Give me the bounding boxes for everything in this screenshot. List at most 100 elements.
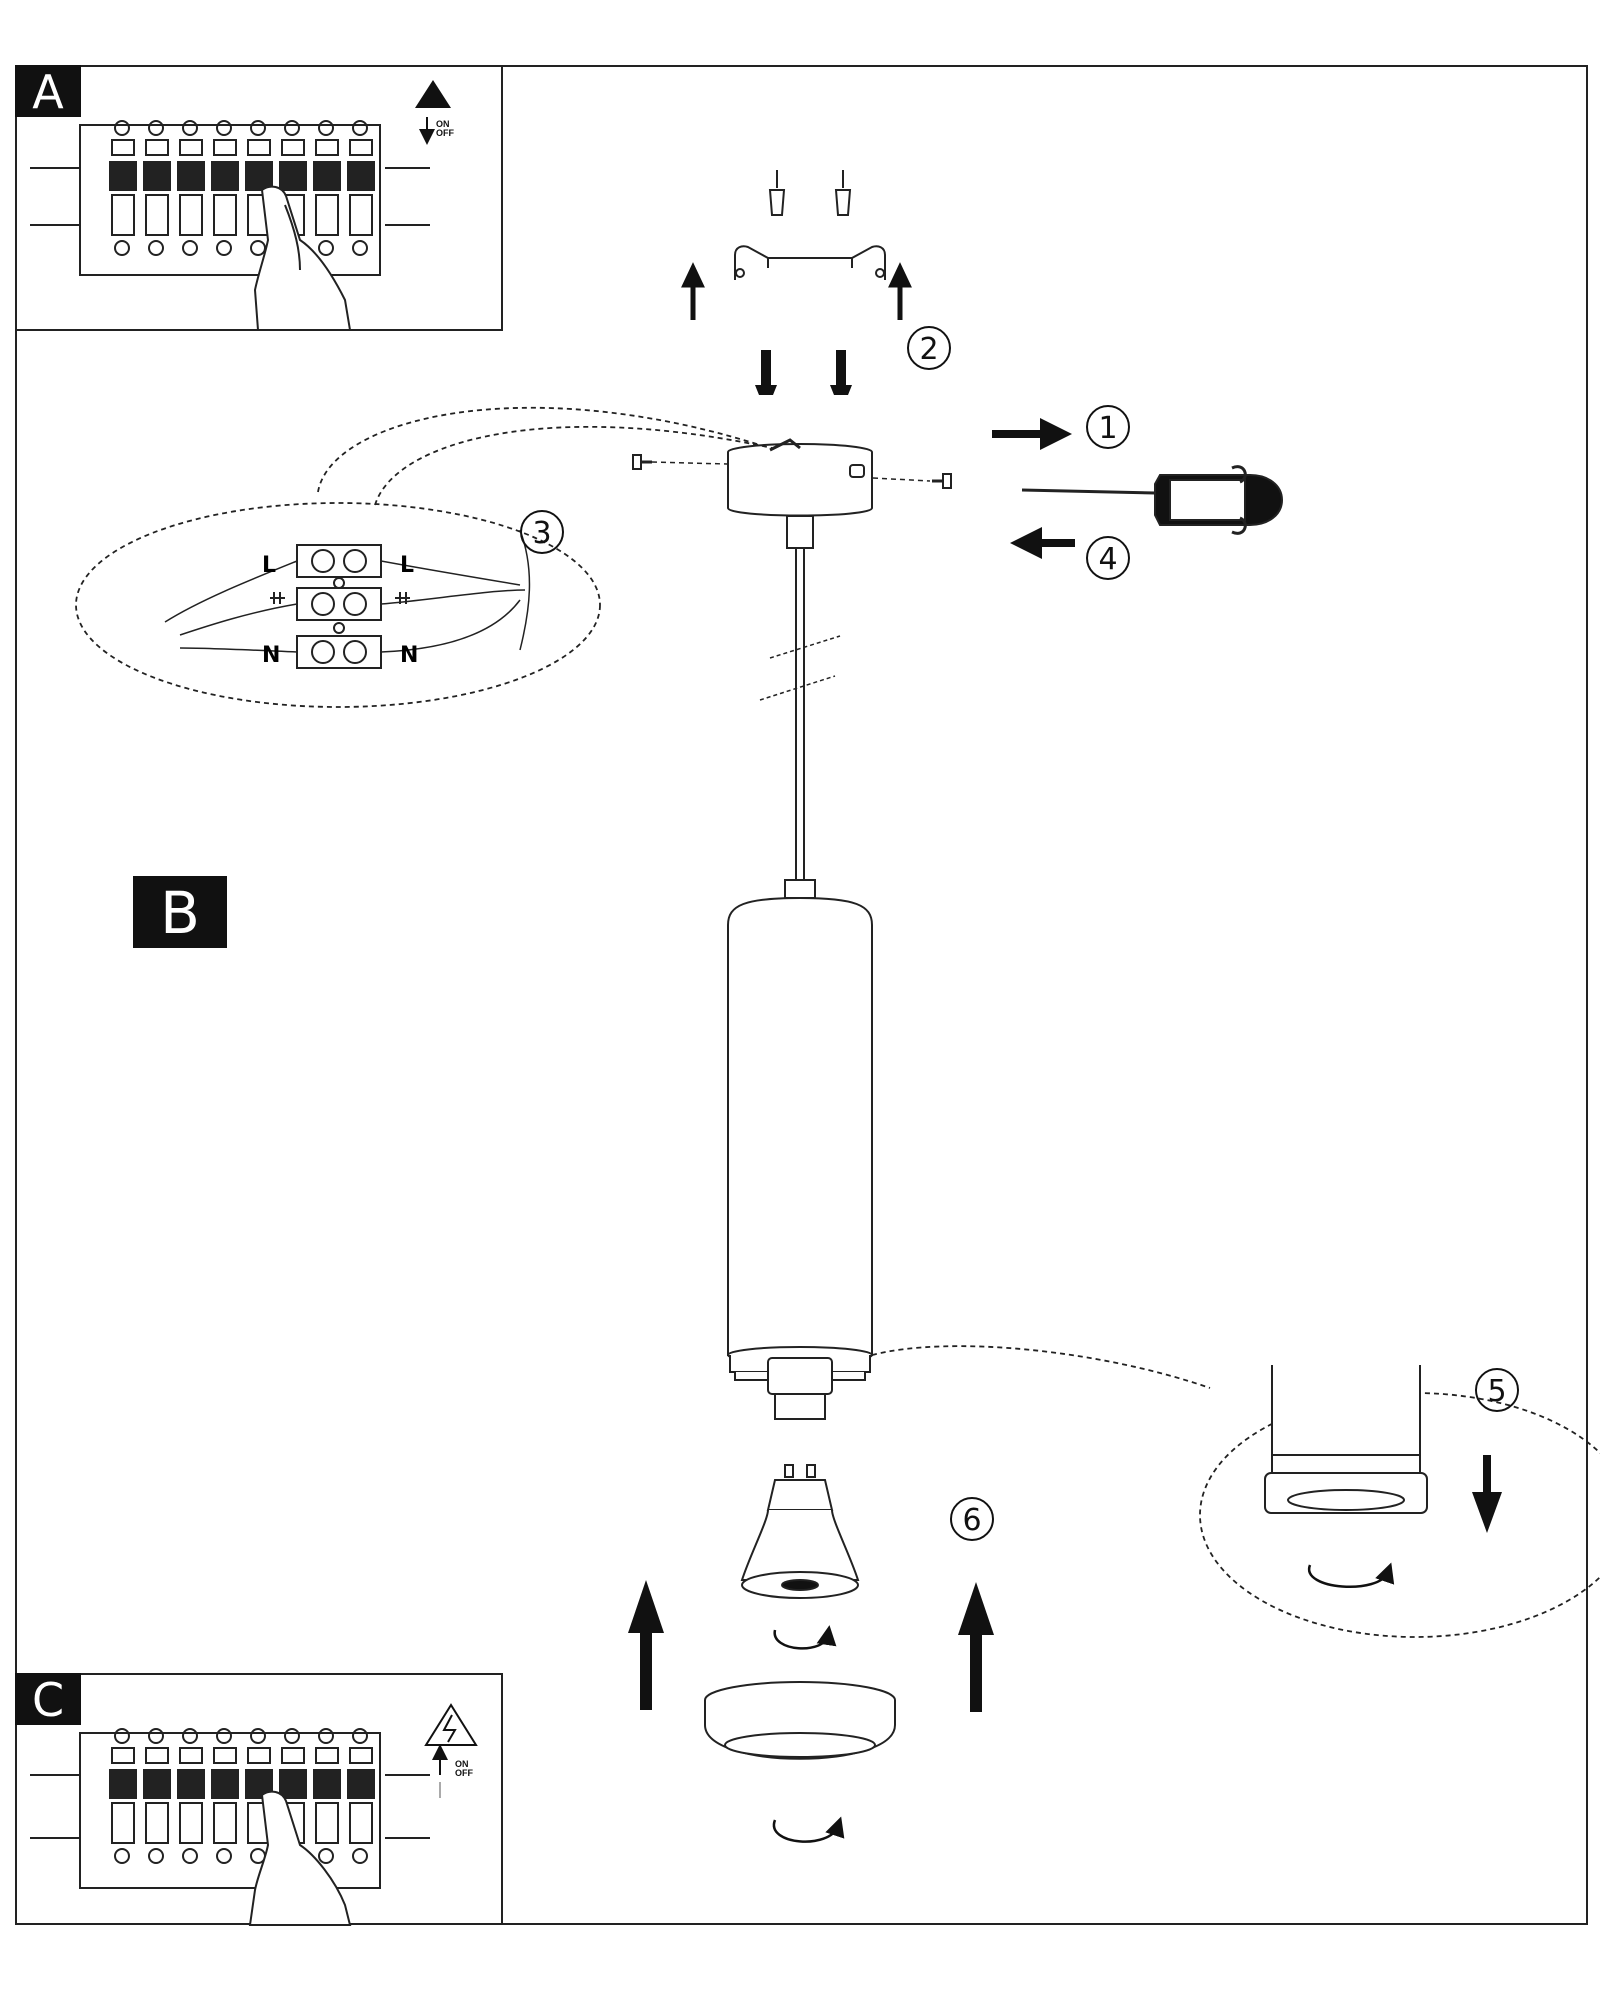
rotate-icon	[1308, 1562, 1395, 1588]
breaker-switch	[143, 1769, 171, 1799]
breaker-module	[179, 194, 203, 236]
breaker-module	[315, 194, 339, 236]
breaker-switch	[211, 161, 239, 191]
suspension-cable	[795, 548, 805, 880]
arrow-down-icon	[1472, 1455, 1502, 1533]
breaker-screw	[318, 120, 334, 136]
breaker-switch	[245, 161, 273, 191]
breaker-switch	[279, 1769, 307, 1799]
gu10-bulb	[740, 1464, 860, 1599]
breaker-module	[111, 139, 135, 156]
breaker-switch	[177, 161, 205, 191]
step-3-label: 3	[520, 510, 564, 554]
step-6-label: 6	[950, 1497, 994, 1541]
breaker-module	[349, 1747, 373, 1764]
breaker-panel-a	[30, 120, 430, 276]
breaker-screw	[216, 120, 232, 136]
neutral-label-left: N	[262, 643, 280, 668]
breaker-module	[213, 194, 237, 236]
cable-break-mark	[759, 635, 841, 701]
breaker-module	[145, 194, 169, 236]
breaker-screw	[148, 120, 164, 136]
arrow-right-icon	[992, 418, 1072, 450]
breaker-module	[145, 139, 169, 156]
breaker-module	[179, 139, 203, 156]
panel-a-on-label: ON	[436, 119, 450, 129]
breaker-module	[213, 139, 237, 156]
breaker-module	[281, 139, 305, 156]
lamp-body	[727, 879, 873, 1420]
screw-icon	[755, 350, 852, 395]
breaker-module	[349, 139, 373, 156]
arrow-left-icon	[1010, 527, 1075, 559]
breaker-module	[179, 1747, 203, 1764]
panel-c-on-label: ON	[455, 1759, 469, 1769]
terminal-block	[296, 544, 382, 669]
breaker-module	[247, 139, 271, 156]
ring-detail-callout	[871, 1345, 1600, 1638]
lamp-body-detail	[1264, 1365, 1428, 1514]
live-label-right: L	[400, 553, 414, 578]
breaker-module	[179, 1802, 203, 1844]
panel-b-tag: B	[133, 876, 227, 948]
breaker-switch	[177, 1769, 205, 1799]
breaker-screw	[114, 120, 130, 136]
breaker-screw	[250, 1728, 266, 1744]
breaker-switch	[279, 161, 307, 191]
warning-triangle-icon	[415, 80, 451, 145]
breaker-screw	[352, 120, 368, 136]
breaker-module	[349, 1802, 373, 1844]
breaker-module	[213, 1747, 237, 1764]
breaker-screw	[216, 240, 232, 256]
panel-c-off-label: OFF	[455, 1768, 473, 1778]
breaker-screw	[318, 240, 334, 256]
breaker-screw	[352, 1848, 368, 1864]
breaker-switch	[347, 161, 375, 191]
breaker-screw	[148, 1848, 164, 1864]
breaker-screw	[284, 120, 300, 136]
rotate-icon	[772, 1816, 845, 1843]
breaker-screw	[216, 1728, 232, 1744]
breaker-module	[111, 1747, 135, 1764]
breaker-screw	[182, 240, 198, 256]
panel-a-tag: A	[15, 65, 81, 119]
step-4-label: 4	[1086, 536, 1130, 580]
breaker-switch	[211, 1769, 239, 1799]
breaker-module	[111, 194, 135, 236]
breaker-screw	[114, 1848, 130, 1864]
breaker-switch	[313, 1769, 341, 1799]
breaker-module	[315, 1802, 339, 1844]
breaker-screw	[182, 1848, 198, 1864]
ceiling-canopy	[727, 438, 873, 549]
breaker-screw	[182, 120, 198, 136]
ground-icon	[270, 592, 410, 604]
breaker-module	[247, 1747, 271, 1764]
breaker-screw	[284, 1728, 300, 1744]
breaker-module	[213, 1802, 237, 1844]
breaker-module	[315, 139, 339, 156]
breaker-switch	[245, 1769, 273, 1799]
breaker-screw	[250, 240, 266, 256]
breaker-screw	[216, 1848, 232, 1864]
side-screw-icon	[632, 454, 952, 489]
breaker-screw	[352, 240, 368, 256]
breaker-switch	[109, 1769, 137, 1799]
step-2-label: 2	[907, 326, 951, 370]
breaker-module	[145, 1802, 169, 1844]
lightning-warning-icon	[424, 1703, 478, 1798]
breaker-module	[111, 1802, 135, 1844]
breaker-module	[315, 1747, 339, 1764]
breaker-screw	[250, 120, 266, 136]
breaker-screw	[148, 1728, 164, 1744]
breaker-screw	[182, 1728, 198, 1744]
breaker-switch	[313, 161, 341, 191]
breaker-switch	[143, 161, 171, 191]
breaker-screw	[352, 1728, 368, 1744]
breaker-module	[349, 194, 373, 236]
step-1-label: 1	[1086, 405, 1130, 449]
hand-icon	[253, 185, 352, 331]
neutral-label-right: N	[400, 643, 418, 668]
breaker-screw	[318, 1728, 334, 1744]
live-label-left: L	[262, 553, 276, 578]
wiring-detail-callout	[75, 406, 773, 708]
